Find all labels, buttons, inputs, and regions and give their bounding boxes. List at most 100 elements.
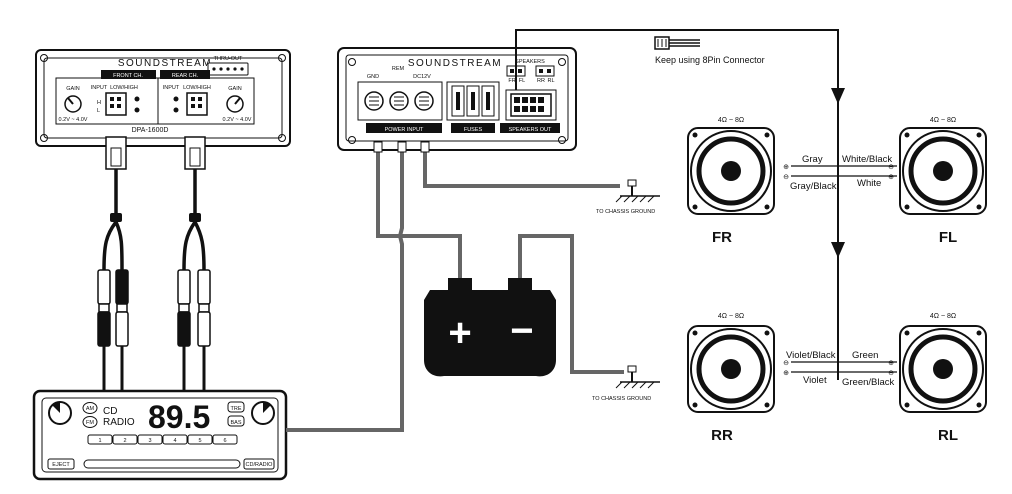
front-lowhigh-label: LOW/HIGH [110,85,138,91]
frequency-display: 89.5 [148,399,210,435]
amp-brand: SOUNDSTREAM [408,58,502,69]
wire-label-green-black: Green/Black [842,377,895,388]
rear-lowhigh-label: LOW/HIGH [183,85,211,91]
rl-plus-terminal: ⊕ [888,360,894,367]
battery-plus: + [448,311,471,355]
dpa-processor: SOUNDSTREAM THRU-OUT FRONT CH. REAR CH. … [35,49,291,147]
am-button[interactable] [82,402,98,414]
fm-button[interactable] [82,416,98,428]
processor-model: DPA-1600D [132,127,169,134]
svg-text:L: L [97,108,100,114]
rl-minus-terminal: ⊖ [888,370,894,377]
front-ch-label: FRONT CH. [113,73,143,79]
rr-plus-terminal: ⊕ [783,370,789,377]
wire-label-gray: Gray [802,154,823,165]
processor-brand: SOUNDSTREAM [118,58,212,69]
fl-plus-terminal: ⊕ [888,174,894,181]
wire-label-white: White [857,178,881,189]
source-radio: RADIO [103,417,135,428]
cd-slot [83,459,241,469]
speaker-rl [899,325,987,413]
preset-label-6: 6 [223,438,226,444]
fr-plus-terminal: ⊕ [783,164,789,171]
speaker-fl-impedance: 4Ω ~ 8Ω [930,117,956,124]
amp-speakers-out-label: SPEAKERS OUT [509,127,552,133]
rr-minus-terminal: ⊖ [783,360,789,367]
wire-label-violet-black: Violet/Black [786,350,836,361]
source-cd: CD [103,406,117,417]
amp-gnd-label: GND [367,74,379,80]
chassis-ground-label-1: TO CHASSIS GROUND [596,209,655,215]
preset-button-2[interactable] [112,434,138,445]
speaker-rr-impedance: 4Ω ~ 8Ω [718,313,744,320]
rca-y-cables [102,169,206,271]
eject-button[interactable] [47,458,75,470]
preset-button-5[interactable] [187,434,213,445]
preset-button-6[interactable] [212,434,238,445]
front-input-connector [105,92,127,116]
svg-text:H: H [97,100,101,106]
rear-input-label: INPUT [163,85,180,91]
wire-label-gray-black: Gray/Black [790,181,837,192]
eject-label: EJECT [52,462,70,468]
amp-fl-label: FL [519,78,525,84]
preset-button-4[interactable] [162,434,188,445]
thru-out-label: THRU-OUT [214,56,243,62]
head-unit: AM FM CD RADIO 89.5 TRE BAS 1 2 3 4 5 6 … [32,389,288,481]
am-label: AM [86,406,95,412]
preset-label-3: 3 [148,438,151,444]
preset-button-3[interactable] [137,434,163,445]
battery-minus: − [510,309,533,353]
speaker-fl [899,127,987,215]
rear-input-connector [186,92,208,116]
amp-power-input-label: POWER INPUT [385,127,424,133]
speaker-fl-name: FL [939,229,957,246]
bas-label: BAS [230,420,241,426]
amp-dc12v-label: DC12V [413,74,431,80]
amp-fr-label: FR [508,78,515,84]
cd-radio-label: CD/RADIO [246,462,274,468]
amp-fuses-label: FUSES [464,127,483,133]
chassis-ground-label-2: TO CHASSIS GROUND [592,396,651,402]
bas-button[interactable] [227,415,245,427]
front-input-label: INPUT [91,85,108,91]
rca-cables-to-radio [102,346,206,392]
speaker-fr [687,127,775,215]
amp-rem-label: REM [392,66,405,72]
battery: + − [424,278,556,377]
harness-arrow-1 [831,88,845,104]
amp-rr-label: RR [537,78,545,84]
harness-arrow-2 [831,242,845,258]
speaker-rl-name: RL [938,427,958,444]
cd-radio-button[interactable] [243,458,275,470]
amp-rl-label: RL [547,78,554,84]
amplifier: SOUNDSTREAM GND REM DC12V SPEAKERS FR FL… [337,47,577,153]
tre-label: TRE [231,406,242,412]
wire-label-white-black: White/Black [842,154,892,165]
rear-gain-range: 0.2V ~ 4.0V [223,117,252,123]
fm-label: FM [86,420,94,426]
preset-label-4: 4 [173,438,176,444]
preset-button-1[interactable] [87,434,113,445]
speaker-rl-impedance: 4Ω ~ 8Ω [930,313,956,320]
tre-button[interactable] [227,401,245,413]
speaker-wires [791,165,897,373]
processor-plugs [105,136,206,170]
speaker-rr [687,325,775,413]
rear-gain-label: GAIN [228,86,241,92]
front-gain-label: GAIN [66,86,79,92]
power-wires [286,150,624,432]
fr-minus-terminal: ⊖ [783,174,789,181]
chassis-ground-1 [615,179,660,203]
front-gain-range: 0.2V ~ 4.0V [59,117,88,123]
chassis-ground-2 [615,365,660,389]
8pin-connector-icon [654,36,700,50]
amp-speakers-label: SPEAKERS [515,59,545,65]
preset-label-1: 1 [98,438,101,444]
speaker-harness [515,29,839,380]
connector-note: Keep using 8Pin Connector [655,55,765,65]
rca-plugs [97,269,211,347]
speaker-rr-name: RR [711,427,733,444]
speaker-fr-name: FR [712,229,732,246]
rear-ch-label: REAR CH. [172,73,199,79]
